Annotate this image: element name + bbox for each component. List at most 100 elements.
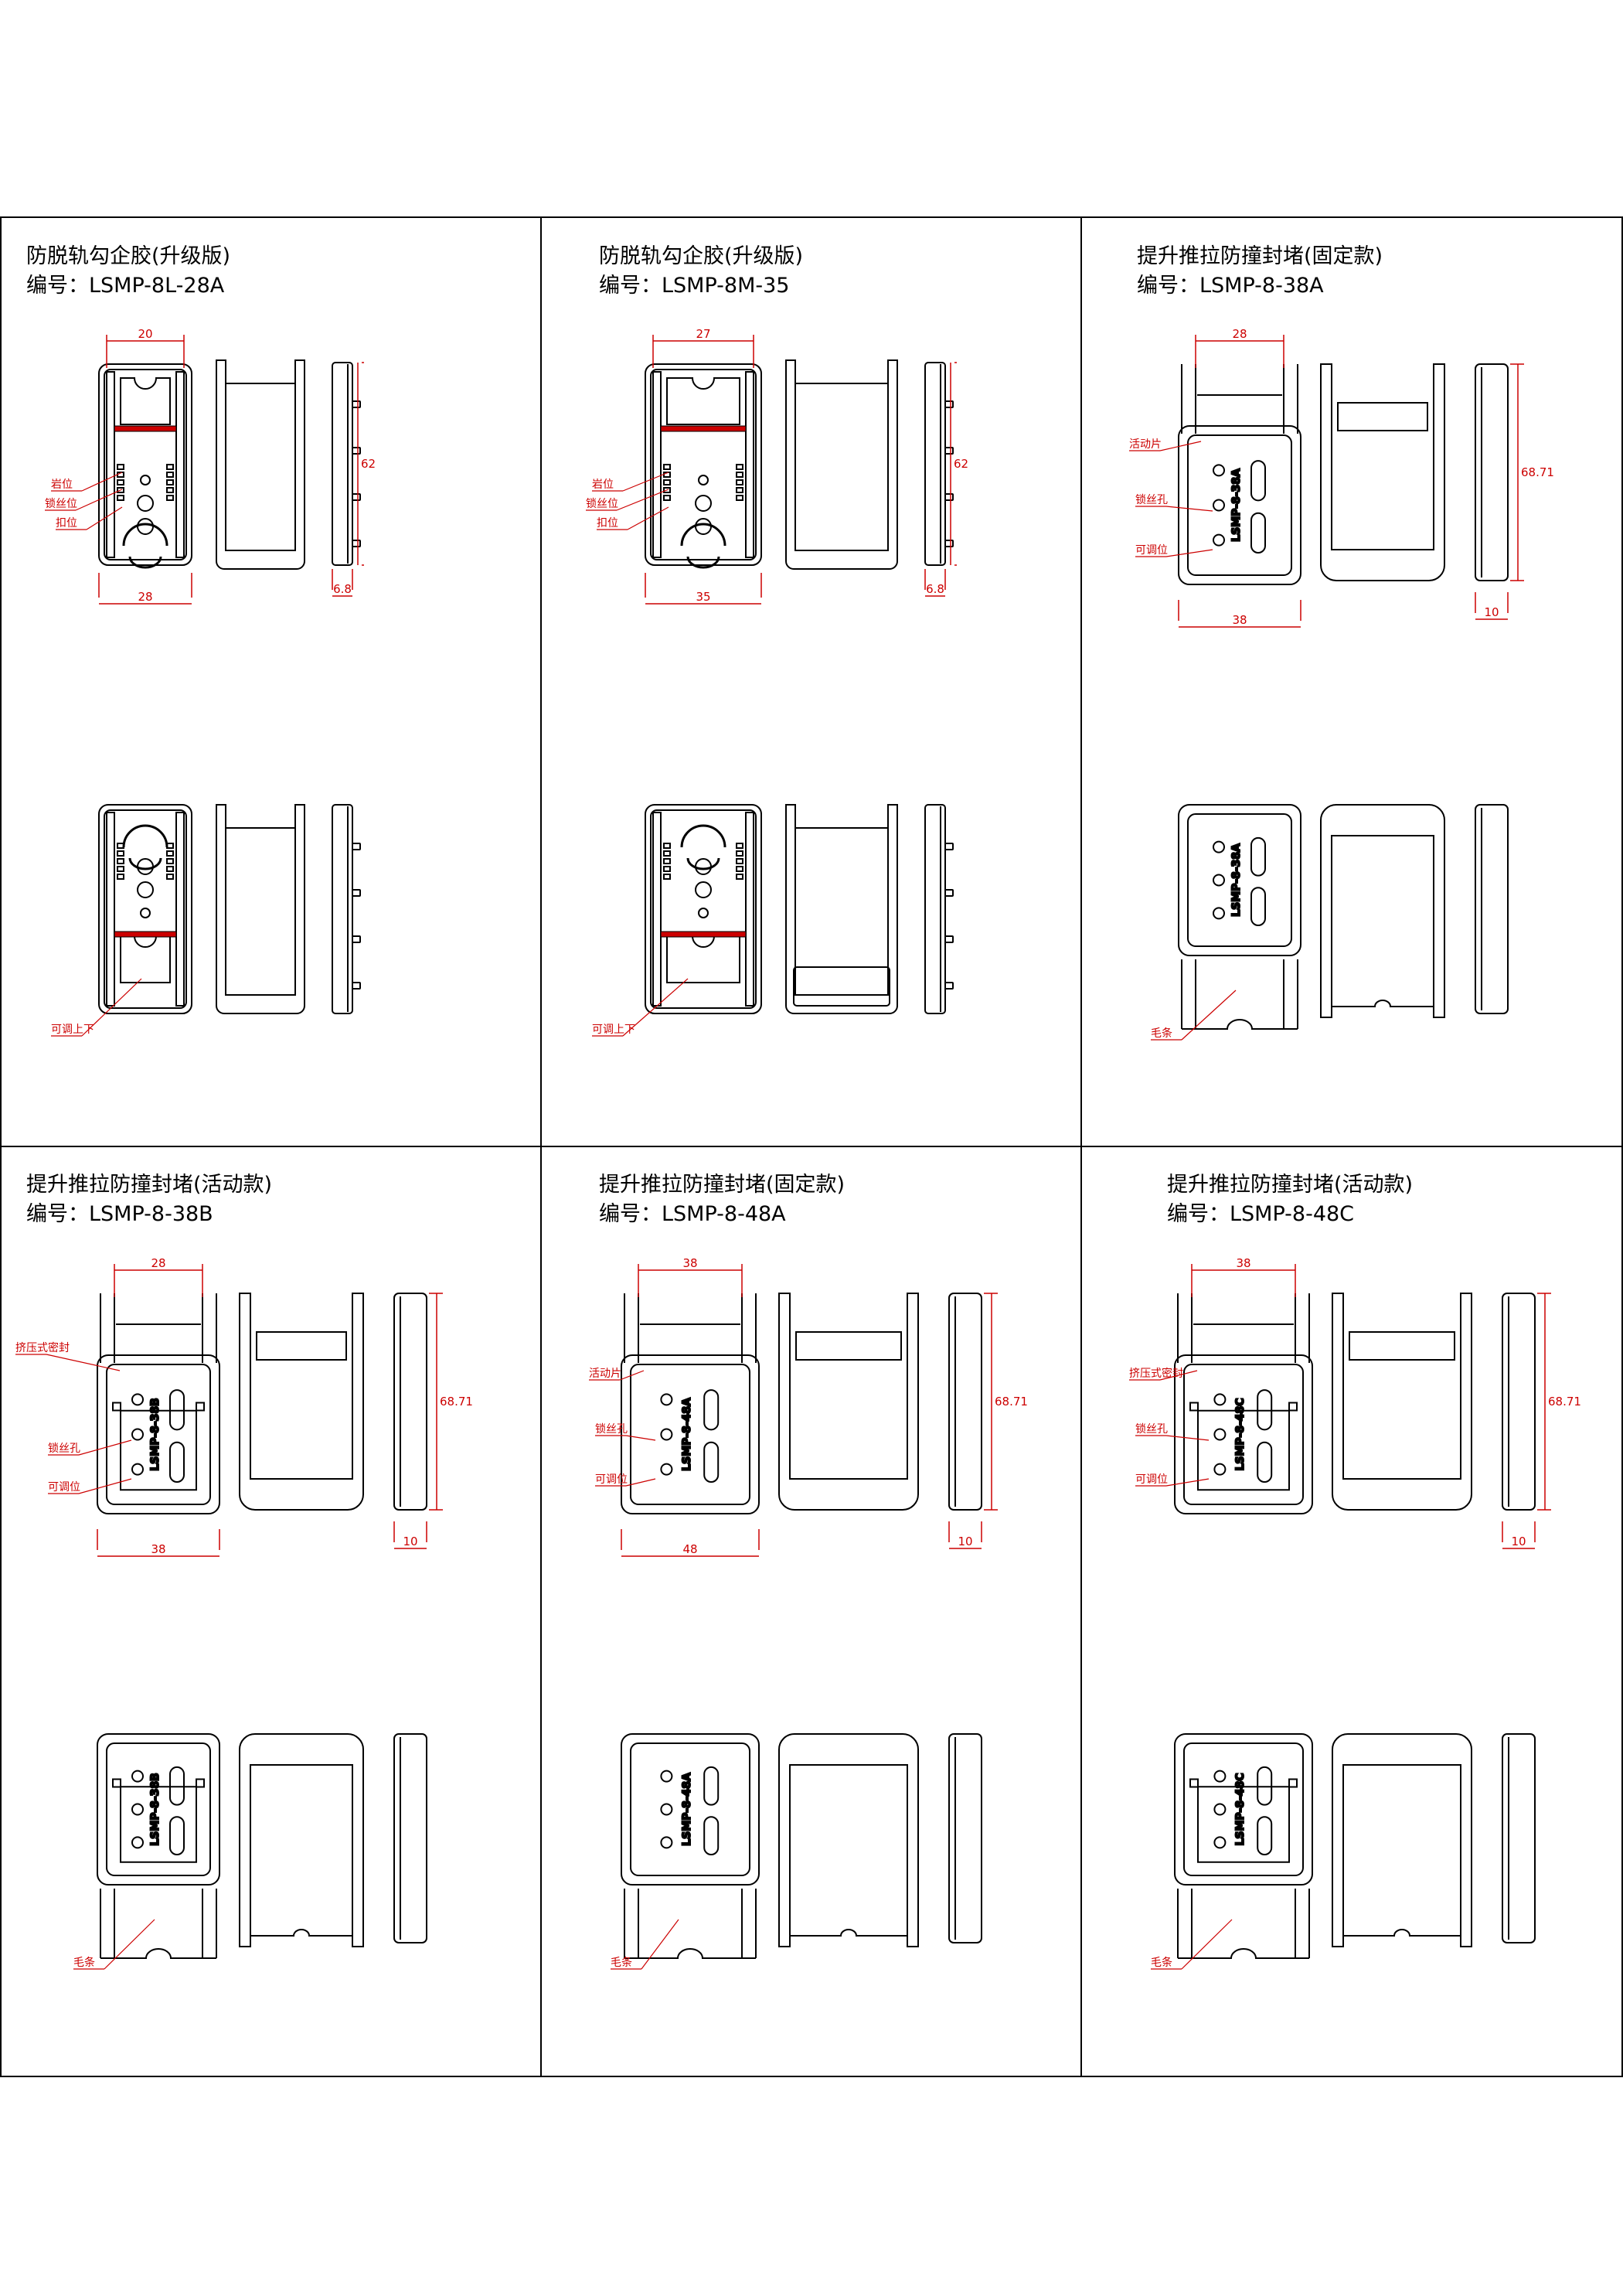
svg-text:岩位: 岩位 (592, 479, 614, 491)
svg-text:68.71: 68.71 (1521, 465, 1554, 479)
svg-text:38: 38 (1236, 1256, 1250, 1270)
cell-5-code-label: 编号： (599, 1202, 662, 1226)
insert-code-label: LSMP-8-48C (1234, 1773, 1247, 1845)
svg-text:锁丝孔: 锁丝孔 (48, 1443, 80, 1455)
svg-text:岩位: 岩位 (51, 479, 73, 491)
cell-4-callout-0: 挤压式密封 (15, 1341, 121, 1371)
hook-side-view (924, 362, 954, 566)
cell-6-code-line: 编号：LSMP-8-48C (1167, 1200, 1413, 1229)
cell-2-callout-2: 扣位 (597, 506, 669, 530)
cell-3-title-block: 提升推拉防撞封堵(固定款) 编号：LSMP-8-38A (1137, 242, 1383, 301)
svg-text:27: 27 (696, 327, 710, 341)
cell-1-code: LSMP-8L-28A (89, 274, 225, 298)
svg-text:可调位: 可调位 (1135, 544, 1168, 557)
svg-text:68.71: 68.71 (995, 1395, 1028, 1409)
svg-text:毛条: 毛条 (1151, 1027, 1172, 1040)
cell-2-dim-bottom-width: 35 (645, 573, 762, 605)
svg-text:锁丝孔: 锁丝孔 (595, 1423, 628, 1436)
cell-1-dim-top-width: 20 (106, 327, 185, 368)
cell-1-code-line: 编号：LSMP-8L-28A (26, 271, 230, 301)
svg-text:38: 38 (1232, 613, 1247, 627)
cell-5-callout-2: 可调位 (595, 1473, 656, 1487)
svg-text:28: 28 (138, 590, 152, 604)
cap-back-view (1332, 1293, 1472, 1511)
cell-6-callout-2: 可调位 (1135, 1473, 1210, 1487)
cell-3-drawings: LSMP-8-38A283868.7110活动片锁丝孔可调位LSMP-8-38A… (1129, 327, 1554, 1041)
hook-back-view (216, 804, 305, 1014)
cap-back-view (1320, 363, 1445, 581)
cap-side-view (393, 1733, 427, 1943)
svg-text:38: 38 (682, 1256, 697, 1270)
svg-text:48: 48 (682, 1542, 697, 1556)
cell-1-callout-bottom: 可调上下 (51, 978, 142, 1037)
hook-front-view (98, 804, 192, 1014)
cell-4-code-line: 编号：LSMP-8-38B (26, 1200, 272, 1229)
cap-back-view (1332, 1733, 1472, 1947)
hook-back-view (785, 359, 898, 570)
cell-3-dim-depth: 10 (1475, 592, 1509, 620)
svg-text:68.71: 68.71 (440, 1395, 473, 1409)
svg-text:可调位: 可调位 (1135, 1473, 1168, 1486)
cell-4-code-label: 编号： (26, 1202, 89, 1226)
cell-5-callout-bottom: 毛条 (611, 1919, 679, 1970)
cell-5-code-line: 编号：LSMP-8-48A (599, 1200, 845, 1229)
cell-1-callout-0: 岩位 (51, 472, 123, 492)
cell-6-drawings: LSMP-8-48C3868.7110挤压式密封锁丝孔可调位LSMP-8-48C… (1129, 1256, 1581, 1970)
svg-text:28: 28 (1232, 327, 1247, 341)
cell-1-title-block: 防脱轨勾企胶(升级版) 编号：LSMP-8L-28A (26, 242, 230, 301)
svg-text:68.71: 68.71 (1548, 1395, 1581, 1409)
svg-text:挤压式密封: 挤压式密封 (15, 1341, 70, 1354)
svg-text:毛条: 毛条 (611, 1956, 632, 1969)
cell-3-title: 提升推拉防撞封堵(固定款) (1137, 244, 1383, 268)
cell-4-dim-bottom-width: 38 (97, 1529, 220, 1557)
cell-1-title: 防脱轨勾企胶(升级版) (26, 244, 231, 268)
cell-2-callout-0: 岩位 (592, 472, 669, 492)
cell-1-dim-height: 62 (357, 362, 376, 566)
hook-back-view (216, 359, 305, 570)
svg-text:10: 10 (1511, 1535, 1526, 1548)
cap-side-view (393, 1293, 427, 1511)
svg-text:锁丝位: 锁丝位 (45, 498, 77, 510)
hook-front-view (645, 804, 762, 1014)
cell-5-dim-top-width: 38 (638, 1256, 743, 1297)
cell-5-drawings: LSMP-8-48A384868.7110活动片锁丝孔可调位LSMP-8-48A… (589, 1256, 1028, 1970)
hook-side-view (924, 804, 954, 1014)
hook-front-view (98, 363, 192, 569)
cell-2-dim-top-width: 27 (652, 327, 754, 368)
cell-1-dim-depth: 6.8 (332, 569, 353, 597)
cell-1-callout-2: 扣位 (56, 506, 123, 530)
cell-2-title: 防脱轨勾企胶(升级版) (599, 244, 804, 268)
cap-front-view: LSMP-8-38A (1178, 364, 1301, 585)
svg-text:10: 10 (1484, 605, 1499, 619)
cell-6-callout-0: 挤压式密封 (1129, 1367, 1198, 1381)
cell-2-code: LSMP-8M-35 (662, 274, 790, 298)
cell-5-title: 提升推拉防撞封堵(固定款) (599, 1173, 846, 1197)
cell-5-dim-depth: 10 (948, 1521, 982, 1549)
cell-6-dim-top-width: 38 (1191, 1256, 1296, 1297)
cell-4-code: LSMP-8-38B (89, 1202, 213, 1226)
svg-text:可调位: 可调位 (595, 1473, 628, 1486)
cap-side-view (1502, 1293, 1536, 1511)
cell-3-code-label: 编号： (1137, 274, 1199, 298)
cell-4-dim-top-width: 28 (114, 1256, 203, 1297)
svg-text:活动片: 活动片 (1129, 438, 1162, 451)
svg-text:38: 38 (151, 1542, 165, 1556)
cell-2-code-label: 编号： (599, 274, 662, 298)
cap-front-view: LSMP-8-48A (621, 1293, 760, 1514)
svg-text:6.8: 6.8 (333, 582, 352, 596)
cell-5-dim-height: 68.71 (984, 1293, 1028, 1511)
cell-2-title-block: 防脱轨勾企胶(升级版) 编号：LSMP-8M-35 (599, 242, 803, 301)
cell-4-callout-bottom: 毛条 (73, 1919, 155, 1970)
svg-text:10: 10 (958, 1535, 972, 1548)
cap-front-view: LSMP-8-48C (1174, 1733, 1313, 1959)
cell-2-callout-bottom: 可调上下 (592, 978, 689, 1037)
cell-4-dim-depth: 10 (393, 1521, 427, 1549)
cell-6-code-label: 编号： (1167, 1202, 1230, 1226)
cell-4-dim-height: 68.71 (429, 1293, 473, 1511)
cell-3-callout-0: 活动片 (1129, 438, 1202, 451)
cell-3-callout-2: 可调位 (1135, 544, 1213, 557)
insert-code-label: LSMP-8-38A (1230, 468, 1243, 542)
insert-code-label: LSMP-8-48A (681, 1398, 693, 1471)
svg-text:可调上下: 可调上下 (51, 1024, 94, 1036)
